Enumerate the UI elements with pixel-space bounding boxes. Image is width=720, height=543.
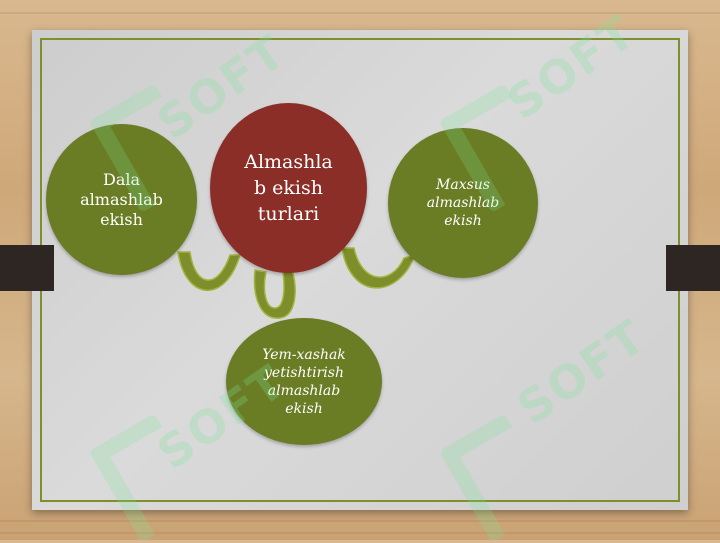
node-label-line: Almashla xyxy=(244,151,333,173)
node-label-line: Dala xyxy=(102,169,141,189)
node-almashlab-ekish-turlari: Almashla b ekish turlari xyxy=(210,103,367,273)
node-label-line: yetishtirish xyxy=(264,364,344,381)
node-label-line: almashlab xyxy=(426,195,500,211)
node-label-line: Maxsus xyxy=(436,177,490,193)
connector-right xyxy=(341,247,417,289)
node-label-line: ekish xyxy=(444,213,482,229)
node-label-line: b ekish xyxy=(253,177,323,199)
binder-clip-left xyxy=(0,245,54,291)
node-label-line: ekish xyxy=(285,400,323,417)
node-label-line: Yem-xashak xyxy=(262,346,346,363)
node-label-line: almashlab xyxy=(267,382,341,399)
node-dala-almashlab-ekish: Dala almashlab ekish xyxy=(46,124,197,275)
connector-left xyxy=(177,251,242,291)
node-yem-xashak-almashlab-ekish: Yem-xashak yetishtirish almashlab ekish xyxy=(226,318,382,445)
node-label-line: turlari xyxy=(257,203,320,225)
binder-clip-right xyxy=(666,245,720,291)
node-label-line: almashlab xyxy=(80,189,163,209)
connector-bottom xyxy=(253,269,296,319)
node-maxsus-almashlab-ekish: Maxsus almashlab ekish xyxy=(388,128,538,278)
node-label-line: ekish xyxy=(100,209,143,229)
